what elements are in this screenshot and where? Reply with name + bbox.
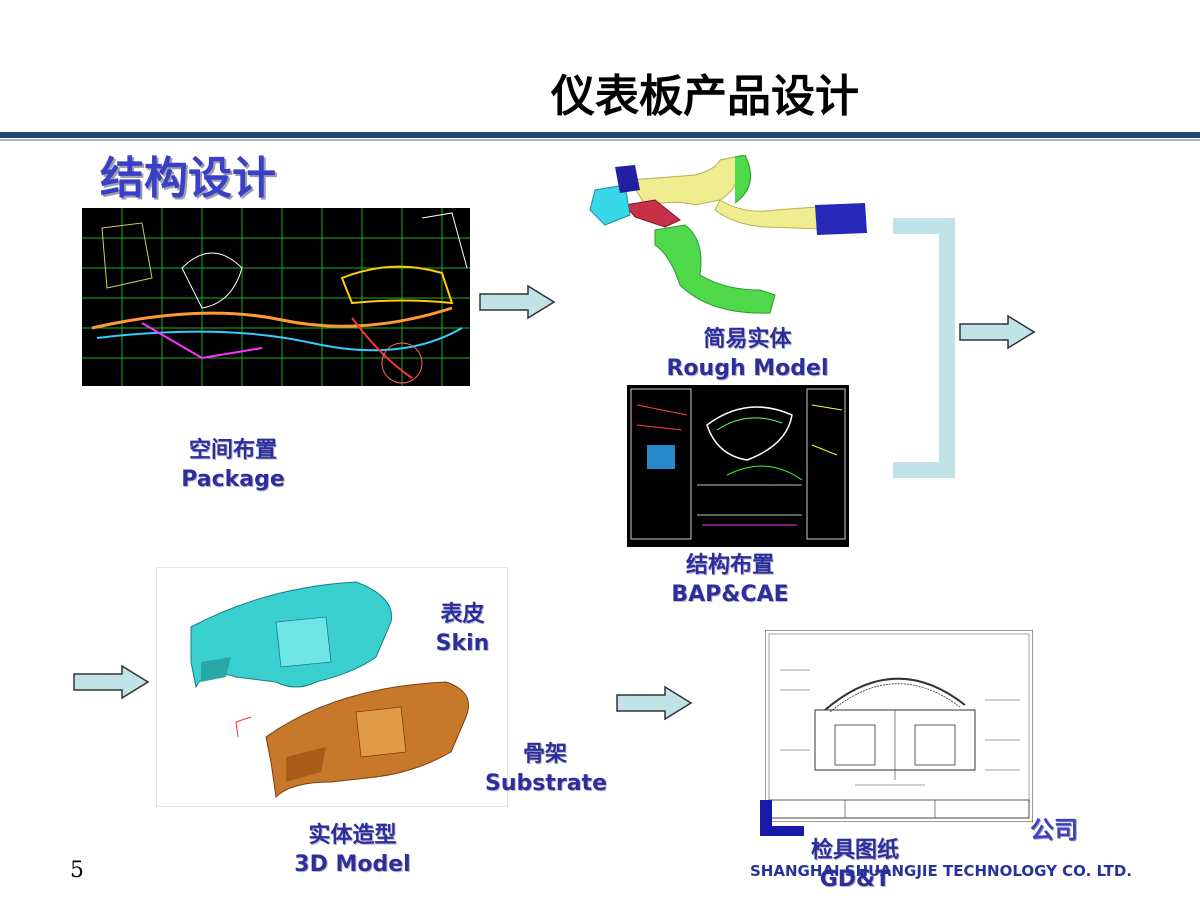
- package-cad-image: [82, 208, 470, 386]
- slide-title: 仪表板产品设计: [551, 71, 859, 122]
- gdt-drawing-image: [765, 630, 1033, 822]
- right-arrow-icon: [479, 284, 556, 320]
- right-arrow-icon: [73, 664, 150, 700]
- bap-cae-image: [627, 385, 849, 547]
- bracket-icon: [893, 218, 955, 478]
- page-number: 5: [70, 858, 84, 883]
- right-arrow-icon: [616, 685, 693, 721]
- company-name-en: SHANGHAI SHUANGJIE TECHNOLOGY CO. LTD.: [750, 862, 1132, 880]
- title-rule-thin: [0, 139, 1200, 141]
- model-3d-image: [156, 567, 508, 807]
- rough-model-image: [589, 155, 867, 314]
- right-arrow-icon: [959, 314, 1036, 350]
- company-logo-icon: [760, 800, 804, 836]
- section-heading: 结构设计: [100, 153, 276, 204]
- company-name-cn: 公司: [1030, 816, 1078, 844]
- title-rule: [0, 132, 1200, 138]
